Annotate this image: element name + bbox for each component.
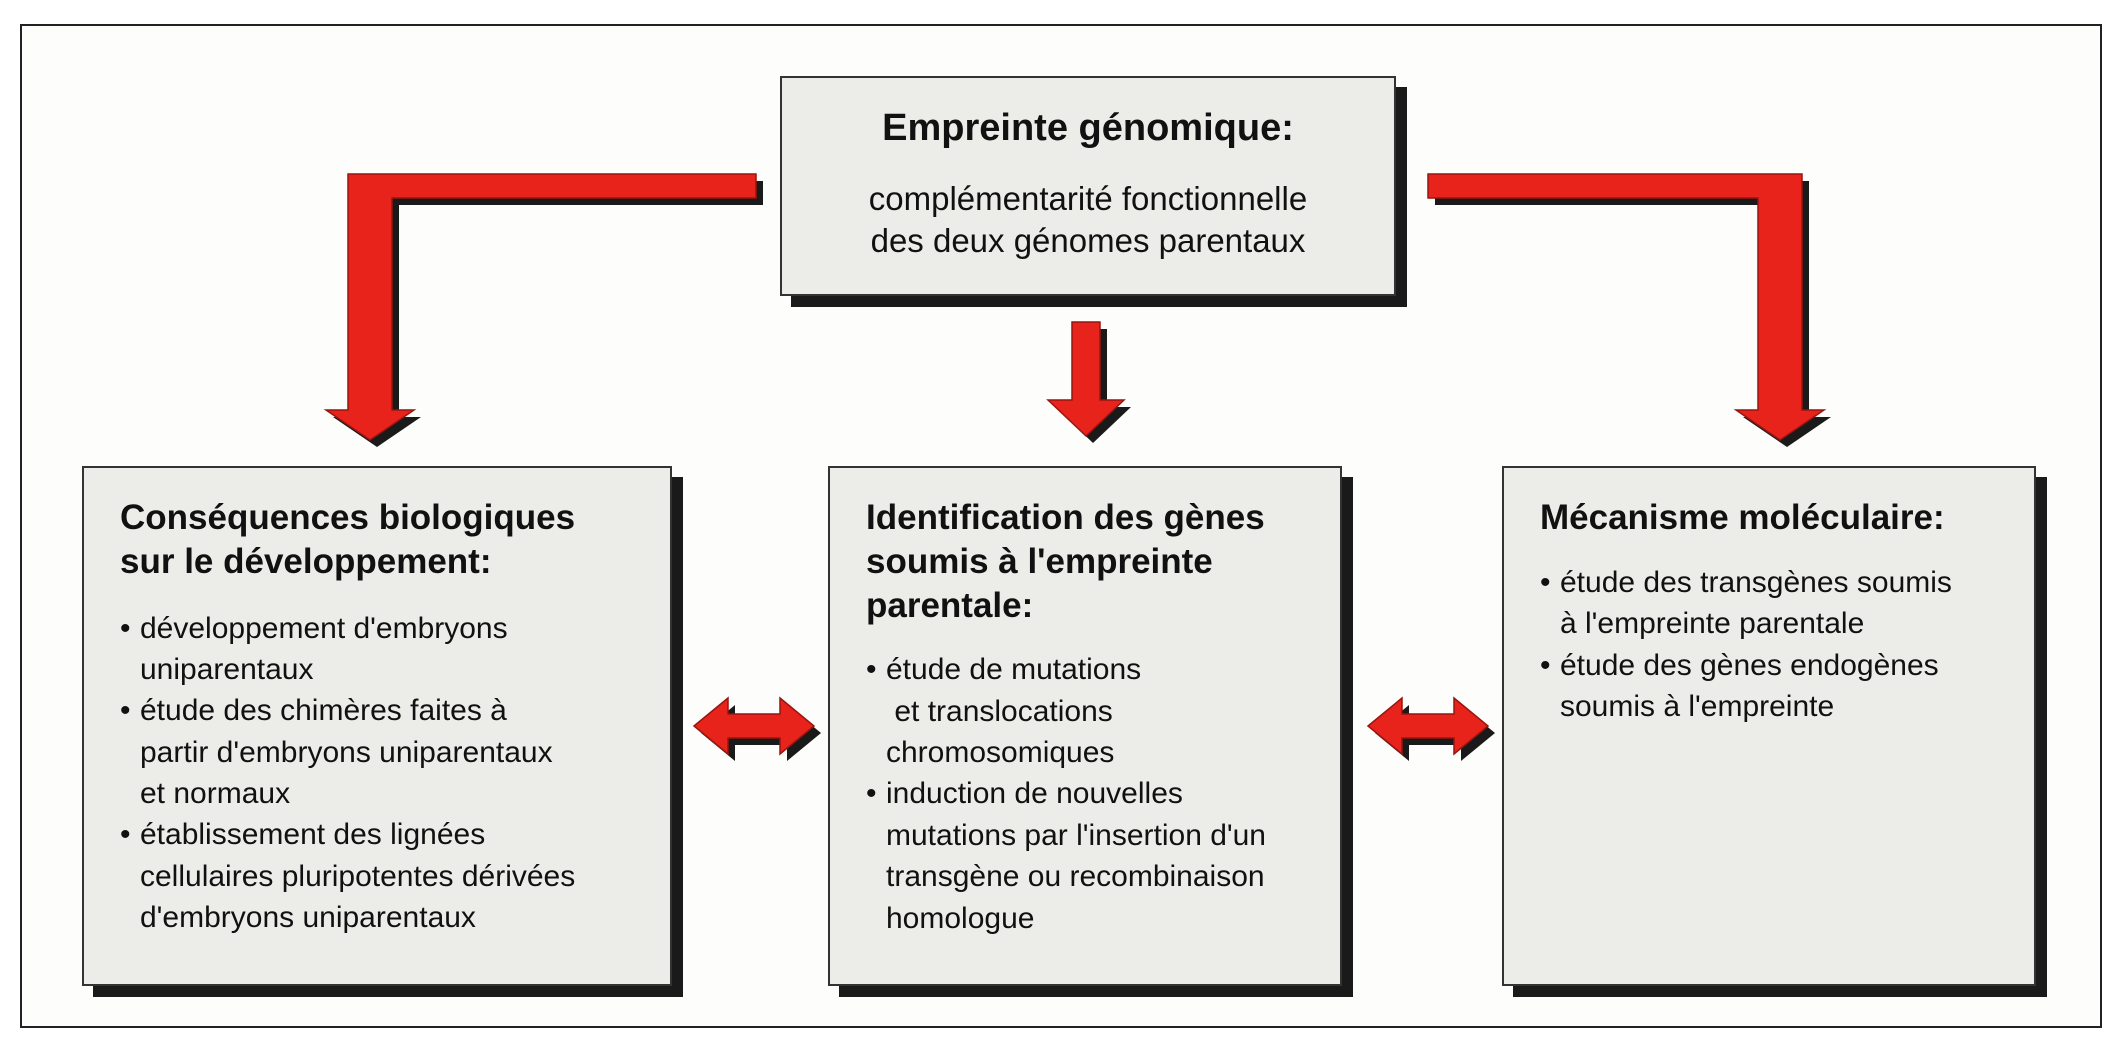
double-arrow-right xyxy=(1366,696,1490,756)
list-item-line: soumis à l'empreinte xyxy=(1560,689,1835,723)
list-item-line: chromosomiques xyxy=(886,736,1115,770)
list-item: • développement d'embryons uniparentaux xyxy=(120,608,650,691)
middle-title: Identification des gènes soumis à l'empr… xyxy=(866,496,1312,627)
right-box: Mécanisme moléculaire: • étude des trans… xyxy=(1502,466,2036,986)
double-arrow-left xyxy=(692,696,816,756)
arrow-left-shadow xyxy=(333,181,763,447)
bullet-icon: • xyxy=(1540,648,1551,682)
list-item-line: et normaux xyxy=(140,777,291,811)
left-list: • développement d'embryons uniparentaux … xyxy=(120,608,650,939)
list-item-line: d'embryons uniparentaux xyxy=(140,901,476,935)
left-title-line-1: Conséquences biologiques xyxy=(120,498,576,537)
list-item-line: à l'empreinte parentale xyxy=(1560,607,1865,641)
arrow-left xyxy=(323,173,757,441)
list-item-line: et translocations xyxy=(886,694,1113,728)
list-item-line: étude des chimères faites à xyxy=(140,694,507,728)
top-box: Empreinte génomique: complémentarité fon… xyxy=(780,76,1396,296)
arrow-right xyxy=(1427,173,1827,441)
list-item-line: établissement des lignées xyxy=(140,818,486,852)
top-line-1: complémentarité fonctionnelle xyxy=(868,179,1308,217)
right-title: Mécanisme moléculaire: xyxy=(1540,498,1945,537)
list-item-line: étude des gènes endogènes xyxy=(1560,648,1939,682)
left-title-line-2: sur le développement: xyxy=(120,541,492,581)
bullet-icon: • xyxy=(866,777,877,811)
arrow-center xyxy=(1046,321,1126,438)
list-item-line: développement d'embryons xyxy=(140,611,508,645)
list-item-line: étude des transgènes soumis xyxy=(1560,565,1952,599)
list-item-line: cellulaires pluripotentes dérivées xyxy=(140,859,576,893)
list-item-line: partir d'embryons uniparentaux xyxy=(140,735,553,769)
right-list: • étude des transgènes soumis à l'emprei… xyxy=(1540,562,2014,728)
list-item-line: homologue xyxy=(886,901,1035,935)
top-description: complémentarité fonctionnelle des deux g… xyxy=(782,178,1394,262)
left-title: Conséquences biologiques sur le développ… xyxy=(120,496,642,584)
middle-title-line-2: soumis à l'empreinte xyxy=(866,541,1213,581)
bullet-icon: • xyxy=(120,611,131,645)
list-item-line: induction de nouvelles xyxy=(886,777,1183,811)
middle-box: Identification des gènes soumis à l'empr… xyxy=(828,466,1342,986)
list-item: • étude des transgènes soumis à l'emprei… xyxy=(1540,562,2014,645)
list-item-line: mutations par l'insertion d'un xyxy=(886,818,1266,852)
middle-title-line-1: Identification des gènes xyxy=(866,498,1265,537)
middle-title-line-3: parentale: xyxy=(866,585,1034,625)
left-box: Conséquences biologiques sur le développ… xyxy=(82,466,672,986)
list-item: • étude de mutations et translocations c… xyxy=(866,649,1320,773)
list-item: • étude des chimères faites à partir d'e… xyxy=(120,690,650,814)
top-line-2: des deux génomes parentaux xyxy=(870,221,1306,259)
bullet-icon: • xyxy=(866,653,877,687)
middle-list: • étude de mutations et translocations c… xyxy=(866,649,1320,939)
bullet-icon: • xyxy=(120,818,131,852)
list-item-line: transgène ou recombinaison xyxy=(886,860,1265,894)
list-item: • étude des gènes endogènes soumis à l'e… xyxy=(1540,645,2014,728)
list-item: • établissement des lignées cellulaires … xyxy=(120,814,650,938)
bullet-icon: • xyxy=(1540,565,1551,599)
list-item-line: uniparentaux xyxy=(140,652,314,686)
list-item-line: étude de mutations xyxy=(886,653,1142,687)
list-item: • induction de nouvelles mutations par l… xyxy=(866,773,1320,939)
bullet-icon: • xyxy=(120,694,131,728)
top-title: Empreinte génomique: xyxy=(882,107,1294,149)
